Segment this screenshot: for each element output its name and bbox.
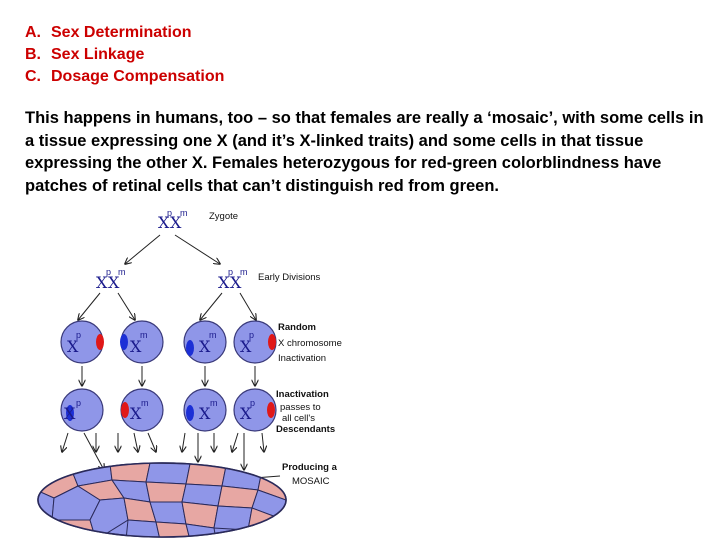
arrow bbox=[200, 292, 223, 320]
svg-text:X: X bbox=[64, 404, 76, 423]
outline-marker: B. bbox=[25, 46, 41, 63]
svg-text:X: X bbox=[240, 404, 252, 423]
svg-text:X: X bbox=[67, 337, 79, 356]
early-left-sup-p: p bbox=[106, 267, 111, 277]
svg-text:m: m bbox=[210, 398, 218, 408]
cell-row2-1: X p bbox=[60, 388, 104, 432]
early-right-sup-p: p bbox=[228, 267, 233, 277]
cell-row1-4-paternal-active: X p bbox=[233, 320, 277, 364]
outline-item-b: B. Sex Linkage bbox=[25, 44, 224, 66]
early-division-right-genotype: X p X m bbox=[218, 267, 248, 292]
early-divisions-label: Early Divisions bbox=[258, 272, 321, 283]
outline-text: Dosage Compensation bbox=[51, 68, 225, 85]
early-left-x-m: X bbox=[108, 273, 120, 292]
arrow bbox=[239, 292, 256, 320]
svg-text:m: m bbox=[140, 330, 148, 340]
svg-text:m: m bbox=[141, 398, 149, 408]
label-inactivation: Inactivation bbox=[278, 353, 326, 364]
cell-row2-4: X p bbox=[233, 388, 277, 432]
arrow-zygote-right bbox=[174, 234, 220, 264]
label-inactivation-2: Inactivation bbox=[276, 389, 329, 400]
cell-row2-2: X m bbox=[120, 388, 164, 432]
svg-text:p: p bbox=[250, 398, 255, 408]
arrow bbox=[117, 292, 135, 320]
zygote-x-p: X bbox=[158, 213, 170, 232]
zygote-sup-m: m bbox=[180, 208, 188, 218]
early-right-sup-m: m bbox=[240, 267, 248, 277]
topic-outline: A. Sex Determination B. Sex Linkage C. Dosa… bbox=[25, 22, 224, 88]
early-right-x-m: X bbox=[230, 273, 242, 292]
early-right-x-p: X bbox=[218, 273, 230, 292]
svg-text:X: X bbox=[199, 337, 211, 356]
svg-text:X: X bbox=[240, 337, 252, 356]
outline-item-a: A. Sex Determination bbox=[25, 22, 224, 44]
early-left-sup-m: m bbox=[118, 267, 126, 277]
label-descendants: Descendants bbox=[276, 424, 335, 435]
early-division-left-genotype: X p X m bbox=[96, 267, 126, 292]
zygote-sup-p: p bbox=[167, 208, 172, 218]
svg-text:p: p bbox=[76, 398, 81, 408]
arrow bbox=[78, 292, 101, 320]
label-passes-to: passes to bbox=[280, 402, 321, 413]
svg-text:p: p bbox=[76, 330, 81, 340]
outline-text: Sex Linkage bbox=[51, 46, 145, 63]
cell-row2-3: X m bbox=[183, 388, 227, 432]
svg-text:X: X bbox=[130, 404, 142, 423]
body-paragraph: This happens in humans, too – so that fe… bbox=[25, 109, 704, 195]
zygote-x-m: X bbox=[170, 213, 182, 232]
outline-item-c: C. Dosage Compensation bbox=[25, 66, 224, 88]
outline-text: Sex Determination bbox=[51, 24, 192, 41]
label-all-cells: all cell's bbox=[282, 413, 315, 424]
cell-row1-2-maternal-active: X m bbox=[120, 320, 164, 364]
zygote-genotype: X p X m bbox=[158, 208, 188, 232]
outline-marker: C. bbox=[25, 68, 41, 85]
cell-row1-1-paternal-active: X p bbox=[60, 320, 104, 364]
descendant-arrows bbox=[62, 432, 264, 470]
outline-marker: A. bbox=[25, 24, 41, 41]
svg-text:p: p bbox=[249, 330, 254, 340]
zygote-label: Zygote bbox=[209, 211, 238, 222]
svg-text:X: X bbox=[199, 404, 211, 423]
early-left-x-p: X bbox=[96, 273, 108, 292]
arrow-zygote-left bbox=[125, 234, 161, 264]
label-mosaic: MOSAIC bbox=[292, 476, 330, 487]
label-random: Random bbox=[278, 322, 316, 333]
mosaic-tissue bbox=[37, 462, 287, 538]
cell-row1-3-maternal-active: X m bbox=[183, 320, 227, 364]
svg-text:X: X bbox=[130, 337, 142, 356]
svg-text:m: m bbox=[209, 330, 217, 340]
label-x-chromosome: X chromosome bbox=[278, 338, 342, 349]
label-producing: Producing a bbox=[282, 462, 338, 473]
